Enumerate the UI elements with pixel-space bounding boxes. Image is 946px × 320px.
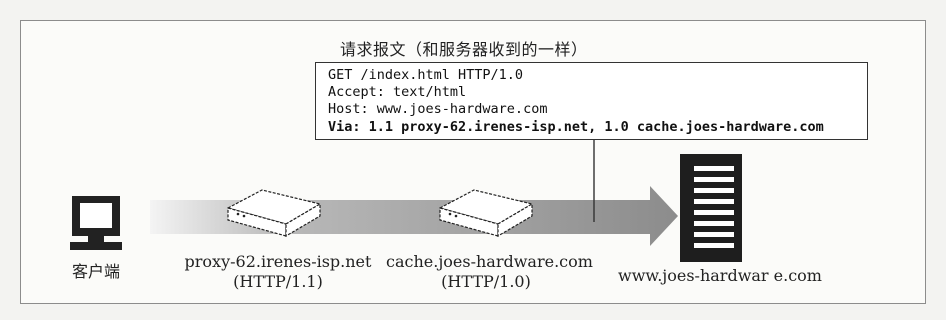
client-label: 客户端 (71, 262, 120, 281)
cache-hostname: cache.joes-hardware.com (386, 252, 593, 271)
request-message-box: GET /index.html HTTP/1.0 Accept: text/ht… (315, 62, 868, 140)
computer-icon (70, 196, 122, 250)
proxy-hostname: proxy-62.irenes-isp.net (184, 252, 372, 271)
via-header: Via: 1.1 proxy-62.irenes-isp.net, 1.0 ca… (328, 119, 824, 135)
cache-label: cache.joes-hardware.com (HTTP/1.0) (386, 252, 593, 292)
request-title: 请求报文（和服务器收到的一样） (340, 40, 588, 59)
cache-device-icon (438, 189, 534, 238)
request-line: GET /index.html HTTP/1.0 (328, 67, 524, 83)
proxy-protocol: (HTTP/1.1) (233, 272, 323, 291)
server-label: www.joes-hardwar e.com (618, 266, 822, 285)
host-header: Host: www.joes-hardware.com (328, 101, 548, 117)
proxy-label: proxy-62.irenes-isp.net (HTTP/1.1) (178, 252, 378, 292)
accept-header: Accept: text/html (328, 84, 467, 100)
proxy-device-icon (226, 189, 322, 238)
cache-protocol: (HTTP/1.0) (441, 272, 531, 291)
server-icon (680, 154, 742, 262)
